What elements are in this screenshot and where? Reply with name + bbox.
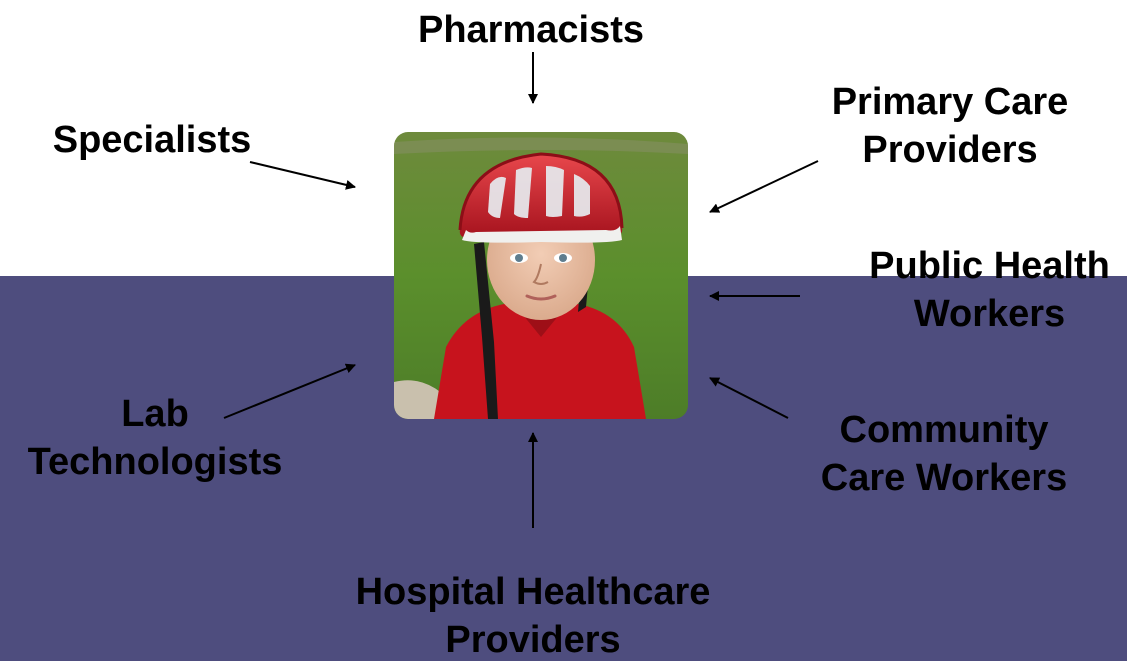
- label-primary-care-providers: Primary Care Providers: [812, 78, 1088, 174]
- arrow-community-care: [709, 377, 789, 419]
- label-lab-line-1: Lab: [121, 393, 189, 435]
- label-public-health-line-2: Workers: [913, 293, 1066, 335]
- label-hospital-healthcare-providers: Hospital Healthcare Providers: [326, 568, 740, 664]
- arrow-lab: [223, 363, 356, 419]
- label-public-health-line-1: Public Health: [869, 245, 1110, 287]
- label-public-health-workers: Public Health Workers: [852, 242, 1127, 338]
- arrow-specialists: [249, 161, 356, 190]
- label-specialists: Specialists: [36, 116, 268, 164]
- label-community-care-line-2: Care Workers: [820, 457, 1068, 499]
- label-hospital-line-2: Providers: [445, 619, 621, 661]
- label-specialists-line-1: Specialists: [52, 119, 252, 161]
- label-hospital-line-1: Hospital Healthcare: [355, 571, 711, 613]
- label-lab-technologists: Lab Technologists: [4, 390, 306, 486]
- label-primary-care-line-2: Providers: [862, 129, 1038, 171]
- label-pharmacists: Pharmacists: [404, 6, 658, 54]
- label-pharmacists-line-1: Pharmacists: [417, 9, 644, 51]
- label-community-care-line-1: Community: [839, 409, 1049, 451]
- label-primary-care-line-1: Primary Care: [831, 81, 1069, 123]
- arrow-primary-care: [709, 160, 819, 213]
- label-community-care-workers: Community Care Workers: [800, 406, 1088, 502]
- label-lab-line-2: Technologists: [27, 441, 283, 483]
- child-with-bike-helmet-photo-icon: [394, 132, 688, 419]
- center-photo: [394, 132, 688, 419]
